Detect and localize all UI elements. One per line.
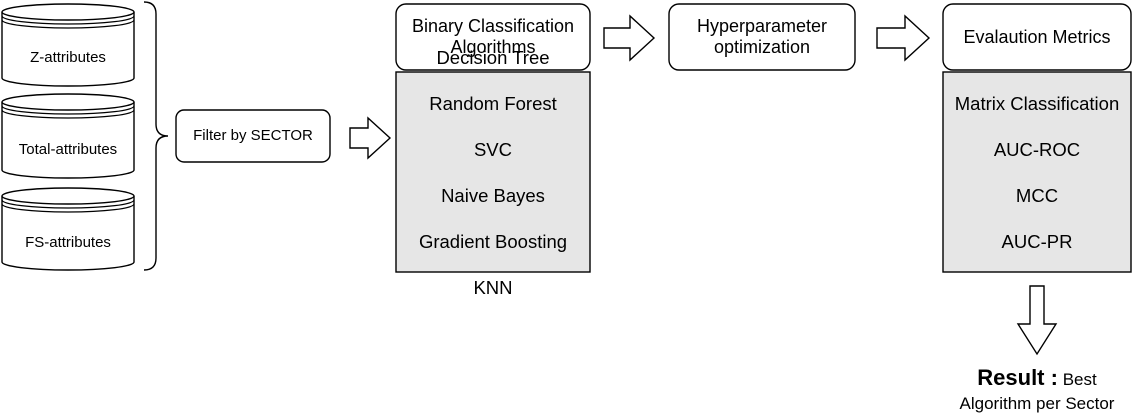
database-fs-attributes xyxy=(1,187,135,271)
list-item: Decision Tree xyxy=(436,46,550,68)
arrow-down-icon xyxy=(1016,285,1058,356)
list-item: Random Forest xyxy=(429,92,557,114)
hyperparameter-label: Hyperparameter optimization xyxy=(696,16,828,57)
list-item: AUC-PR xyxy=(1001,230,1073,252)
arrow-right-icon xyxy=(603,14,656,62)
evaluation-header-box xyxy=(942,3,1132,71)
database-z-attributes xyxy=(1,3,135,87)
filter-box xyxy=(175,109,331,163)
algorithms-header-box xyxy=(395,3,591,71)
arrow-right-icon xyxy=(349,116,392,160)
filter-label: Filter by SECTOR xyxy=(193,127,313,145)
list-item: MCC xyxy=(1015,184,1059,206)
evaluation-list: Matrix Classification AUC-ROC MCC AUC-PR xyxy=(943,72,1131,272)
result-text-inline: Best xyxy=(1062,370,1097,389)
list-item: SVC xyxy=(473,138,513,160)
evaluation-list-box xyxy=(942,71,1132,273)
list-item: Naive Bayes xyxy=(441,184,545,206)
result-text: Result : Best Algorithm per Sector xyxy=(937,366,1135,416)
grouping-brace xyxy=(143,1,169,271)
list-item: Gradient Boosting xyxy=(418,230,568,252)
result-title: Result : xyxy=(977,365,1058,390)
result-text-line2: Algorithm per Sector xyxy=(959,394,1115,413)
database-total-attributes xyxy=(1,93,135,179)
list-item: KNN xyxy=(473,276,513,298)
evaluation-header-label: Evalaution Metrics xyxy=(963,26,1111,47)
algorithms-list-box xyxy=(395,71,591,273)
list-item: Matrix Classification xyxy=(954,92,1120,114)
source-label-fs-attributes: FS-attributes xyxy=(25,234,111,252)
source-label-z-attributes: Z-attributes xyxy=(30,49,106,67)
hyperparameter-box xyxy=(668,3,856,71)
source-label-total-attributes: Total-attributes xyxy=(18,141,118,159)
arrow-right-icon xyxy=(876,14,931,62)
algorithms-list: Decision Tree Random Forest SVC Naive Ba… xyxy=(396,47,590,298)
list-item: AUC-ROC xyxy=(993,138,1081,160)
algorithms-header-label: Binary Classification Algorithms xyxy=(411,16,575,57)
